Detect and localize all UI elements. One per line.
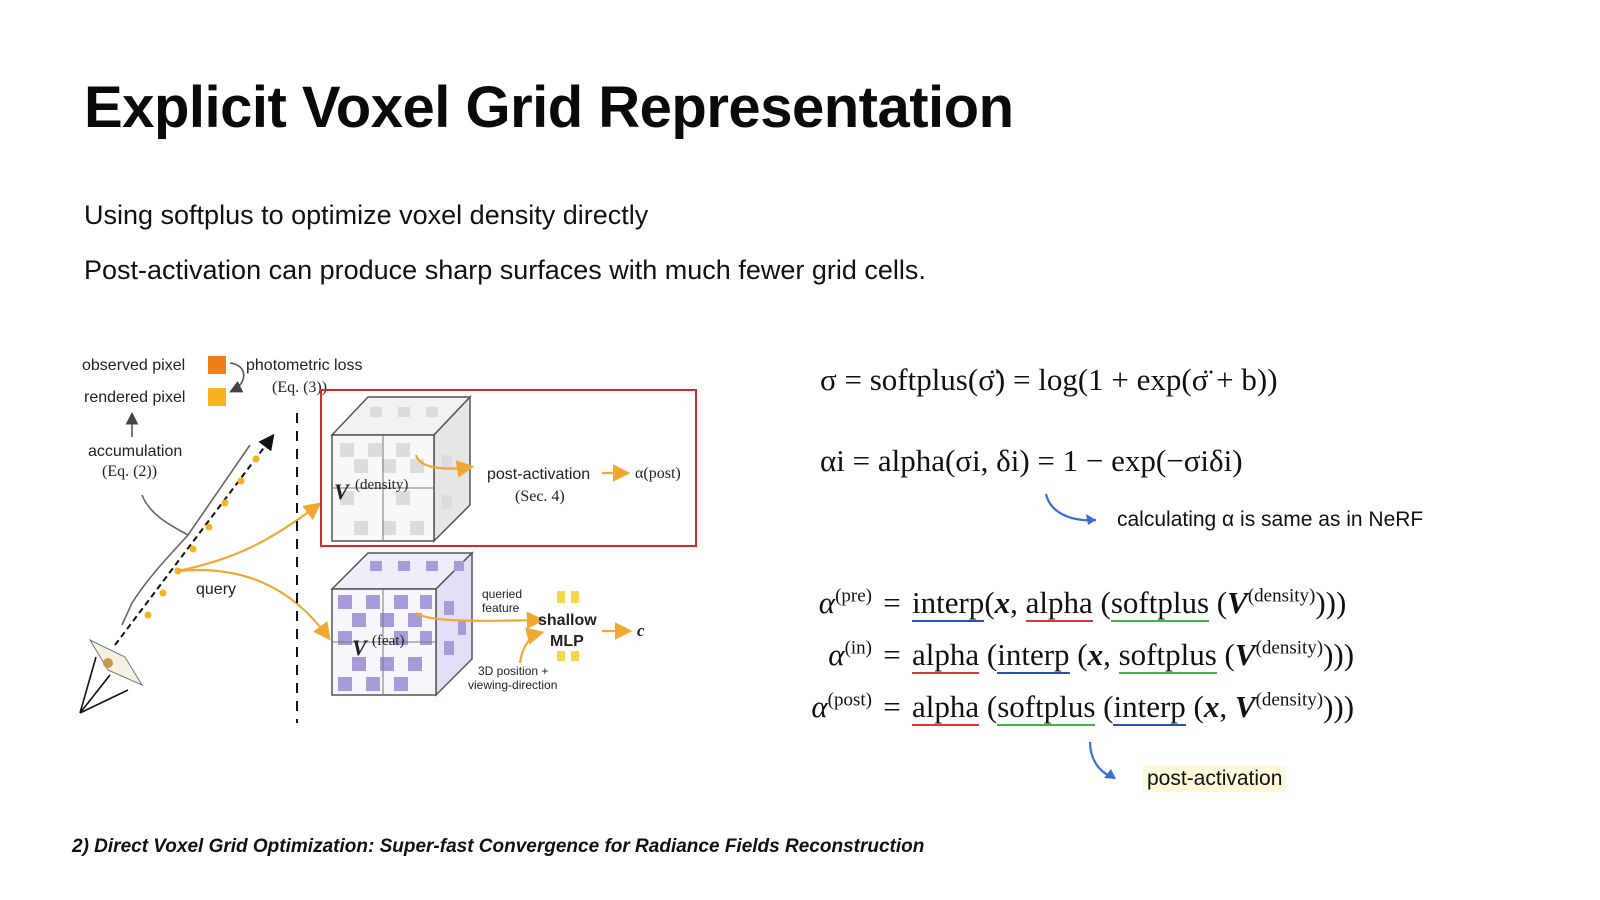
position-label-1: 3D position +	[478, 664, 548, 678]
observed-pixel-swatch	[208, 356, 226, 374]
feature-grid-cube	[330, 551, 474, 697]
interp-arrow-density	[414, 454, 475, 478]
alpha-post-interp: interp	[1113, 689, 1186, 726]
alpha-pre-V: V	[1227, 585, 1248, 620]
alpha-in-paren: (	[979, 637, 998, 672]
mlp-label: MLP	[550, 633, 584, 650]
query-arrow-density	[177, 502, 322, 573]
density-grid-label: V	[334, 479, 351, 504]
query-arrow-feat	[177, 568, 331, 641]
alpha-pre-x: x	[994, 585, 1011, 620]
shallow-label: shallow	[538, 612, 597, 629]
accumulation-ref: (Eq. (2))	[102, 463, 157, 480]
post-activation-box	[320, 389, 697, 547]
note-post-activation: post-activation	[1143, 766, 1287, 792]
alpha-in-V: V	[1234, 637, 1256, 672]
photometric-loss-label: photometric loss	[246, 357, 363, 374]
alpha-variants-table: α(pre)=interp(x, alpha (softplus (V(dens…	[790, 585, 1354, 741]
alpha-in-density: (density)	[1255, 637, 1324, 659]
accumulation-label: accumulation	[88, 443, 182, 460]
interp-arrow-feat	[415, 611, 545, 630]
loss-arrow	[229, 362, 245, 393]
alpha-in-alpha: alpha	[912, 637, 980, 674]
alpha-pre-paren: (	[984, 585, 995, 620]
alpha-post-comma: ,	[1219, 689, 1235, 724]
alpha-post-density: (density)	[1255, 689, 1324, 711]
observed-pixel-label: observed pixel	[82, 357, 185, 374]
alpha-in-interp: interp	[997, 637, 1070, 674]
rendered-pixel-swatch	[208, 388, 226, 406]
alpha-pre-comma: ,	[1010, 585, 1026, 620]
alpha-in-comma: ,	[1103, 637, 1119, 672]
ray-sample-points	[144, 455, 260, 619]
alpha-pre-interp: interp	[912, 585, 985, 622]
alpha-pre-row: α(pre)=interp(x, alpha (softplus (V(dens…	[818, 585, 1347, 622]
feat-grid-sup: (feat)	[372, 633, 404, 649]
alpha-pre-paren3: (	[1209, 585, 1228, 620]
alpha-equation: αi = alpha(σi, δi) = 1 − exp(−σiδi)	[820, 443, 1243, 478]
alpha-in-paren2: (	[1069, 637, 1088, 672]
camera-ray	[114, 433, 275, 646]
rendered-pixel-label: rendered pixel	[84, 389, 185, 406]
alpha-in-close: )))	[1323, 637, 1355, 672]
alpha-pre-paren2: (	[1092, 585, 1111, 620]
alpha-pre-lhs: α	[818, 585, 836, 620]
note-post-arrow	[1088, 741, 1116, 780]
alpha-pre-density: (density)	[1247, 585, 1316, 607]
note-alpha-arrow	[1044, 493, 1097, 525]
alpha-post-V: V	[1234, 689, 1256, 724]
camera-icon	[79, 638, 144, 714]
alpha-post-row: α(post)=alpha (softplus (interp (x, V(de…	[811, 689, 1355, 726]
feat-grid-label: V	[352, 635, 369, 660]
alpha-pre-close: )))	[1315, 585, 1347, 620]
mlp-layers-icon	[557, 591, 579, 661]
softplus-equation: σ = softplus(σ̈) = log(1 + exp(σ̈ + b))	[820, 362, 1278, 397]
alpha-pre-sup: (pre)	[835, 585, 872, 607]
alpha-post-output: α(post)	[635, 465, 681, 482]
alpha-in-paren3: (	[1216, 637, 1235, 672]
queried-feature-label-2: feature	[482, 601, 520, 615]
bullet-softplus: Using softplus to optimize voxel density…	[84, 200, 649, 230]
bullet-post-activation: Post-activation can produce sharp surfac…	[84, 255, 926, 285]
queried-feature-label-1: queried	[482, 587, 522, 601]
post-activation-label: post-activation	[487, 466, 590, 483]
dvgo-pipeline-figure: observed pixel rendered pixel photometri…	[79, 356, 697, 723]
alpha-post-lhs: α	[811, 689, 828, 724]
alpha-pre-softplus: softplus	[1110, 585, 1210, 622]
photometric-loss-ref: (Eq. (3))	[272, 379, 327, 396]
note-alpha: calculating α is same as in NeRF	[1117, 508, 1424, 531]
alpha-post-paren3: (	[1185, 689, 1204, 724]
alpha-post-x: x	[1203, 689, 1220, 724]
color-output-label: c	[637, 621, 645, 640]
alpha-in-softplus: softplus	[1118, 637, 1217, 674]
alpha-post-paren2: (	[1095, 689, 1114, 724]
alpha-in-x: x	[1087, 637, 1104, 672]
sample-bracket	[121, 444, 251, 626]
position-label-2: viewing-direction	[468, 678, 557, 692]
alpha-post-softplus: softplus	[997, 689, 1096, 726]
alpha-pre-alpha: alpha	[1025, 585, 1093, 622]
position-input-arrow	[518, 627, 545, 664]
query-label: query	[196, 581, 236, 598]
alpha-post-close: )))	[1323, 689, 1355, 724]
alpha-in-lhs: α	[828, 637, 845, 672]
alpha-in-sup: (in)	[844, 637, 872, 659]
density-grid-sup: (density)	[355, 477, 408, 493]
post-activation-ref: (Sec. 4)	[515, 488, 565, 505]
alpha-post-sup: (post)	[827, 689, 872, 711]
alpha-in-row: α(in)=alpha (interp (x, softplus (V(dens…	[828, 637, 1355, 674]
alpha-post-alpha: alpha	[912, 689, 980, 726]
alpha-post-paren: (	[979, 689, 998, 724]
reference-footnote: 2) Direct Voxel Grid Optimization: Super…	[72, 836, 925, 857]
slide-title: Explicit Voxel Grid Representation	[84, 75, 1014, 140]
